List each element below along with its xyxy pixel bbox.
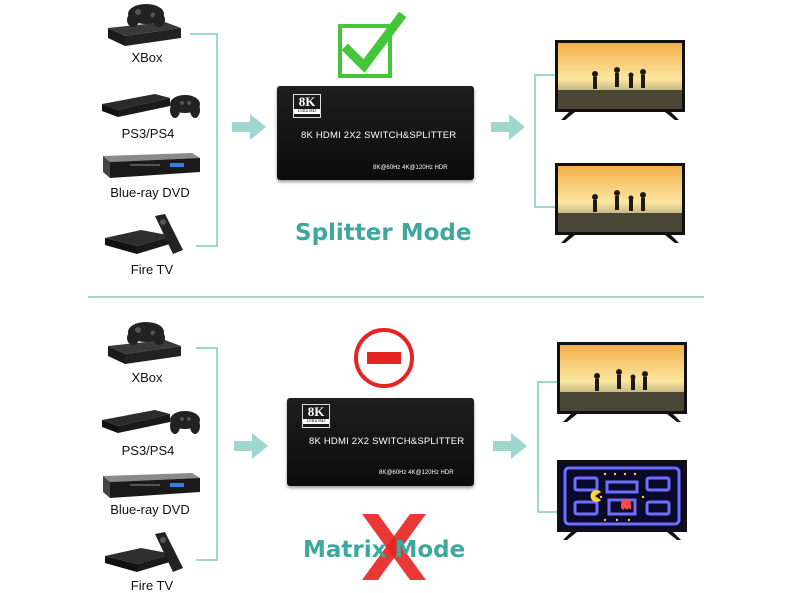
red-x-icon bbox=[362, 514, 426, 580]
arrow-right-icon bbox=[493, 433, 527, 459]
green-checkmark-icon bbox=[338, 12, 406, 78]
badge-big-text: 8K bbox=[298, 94, 316, 109]
8k-badge: 8K Ultra HD bbox=[293, 94, 321, 118]
red-minus-circle-icon bbox=[354, 328, 414, 388]
badge-big-text: 8K bbox=[307, 404, 325, 419]
device-label-firetv: Fire TV bbox=[130, 578, 174, 593]
fire-tv-icon bbox=[105, 214, 183, 254]
arrow-right-icon bbox=[234, 433, 268, 459]
output-bracket bbox=[534, 74, 556, 208]
8k-badge: 8K Ultra HD bbox=[302, 404, 330, 428]
badge-small-text: Ultra HD bbox=[294, 109, 320, 114]
bluray-player-icon bbox=[103, 473, 200, 498]
matrix-mode-label: Matrix Mode bbox=[303, 537, 466, 563]
xbox-console-icon bbox=[108, 322, 181, 364]
output-bracket bbox=[537, 381, 559, 513]
switch-spec: 8K@60Hz 4K@120Hz HDR bbox=[373, 165, 448, 171]
badge-small-text: Ultra HD bbox=[303, 419, 329, 424]
hdmi-switch-device: 8K Ultra HD 8K HDMI 2X2 SWITCH&SPLITTER … bbox=[277, 86, 474, 180]
device-label-bluray: Blue-ray DVD bbox=[110, 502, 190, 517]
switch-title: 8K HDMI 2X2 SWITCH&SPLITTER bbox=[301, 130, 457, 141]
input-bracket bbox=[196, 347, 218, 561]
bluray-player-icon bbox=[103, 153, 200, 178]
bracket-tick bbox=[190, 33, 198, 35]
device-label-bluray: Blue-ray DVD bbox=[110, 185, 190, 200]
tv-beach-icon bbox=[557, 342, 687, 422]
switch-spec: 8K@60Hz 4K@120Hz HDR bbox=[379, 470, 454, 476]
arrow-right-icon bbox=[491, 114, 525, 140]
splitter-mode-label: Splitter Mode bbox=[295, 220, 472, 246]
device-label-firetv: Fire TV bbox=[130, 262, 174, 277]
device-label-xbox: XBox bbox=[131, 370, 163, 385]
playstation-console-icon bbox=[102, 94, 200, 118]
arrow-right-icon bbox=[232, 114, 266, 140]
switch-title: 8K HDMI 2X2 SWITCH&SPLITTER bbox=[309, 436, 465, 447]
fire-tv-icon bbox=[105, 532, 183, 572]
device-label-ps: PS3/PS4 bbox=[121, 443, 175, 458]
tv-pacman-icon bbox=[557, 460, 687, 540]
tv-beach-icon bbox=[555, 163, 685, 243]
tv-beach-icon bbox=[555, 40, 685, 120]
hdmi-switch-device: 8K Ultra HD 8K HDMI 2X2 SWITCH&SPLITTER … bbox=[287, 398, 474, 486]
playstation-console-icon bbox=[102, 410, 200, 434]
xbox-console-icon bbox=[108, 4, 181, 46]
device-label-ps: PS3/PS4 bbox=[121, 126, 175, 141]
input-bracket bbox=[196, 33, 218, 247]
section-divider bbox=[88, 296, 704, 298]
device-label-xbox: XBox bbox=[131, 50, 163, 65]
